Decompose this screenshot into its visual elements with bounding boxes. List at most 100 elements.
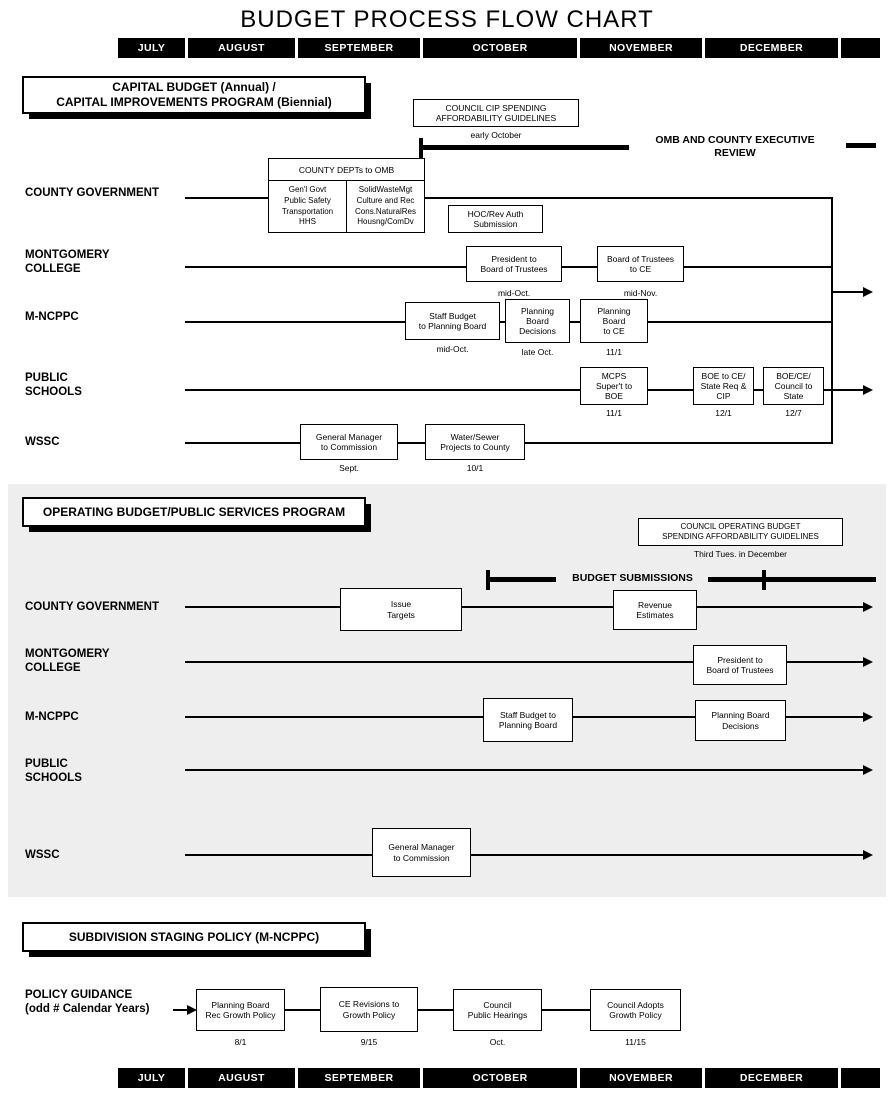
date-gm-to-commission-capital: Sept. [339, 463, 359, 473]
cip-period-line-continued [846, 143, 876, 148]
flow-line-operating-public-schools [185, 769, 863, 771]
box-boe-ce-council-to-state: BOE/CE/ Council to State [763, 367, 824, 405]
county-depts-col1: Gen'l Govt Public Safety Transportation … [281, 185, 334, 227]
month-stub [841, 38, 880, 58]
date-planning-board-to-ce: 11/1 [606, 347, 622, 357]
capital-row-public-schools: PUBLIC SCHOOLS [25, 372, 82, 399]
month-august: AUGUST [188, 1068, 295, 1088]
date-council-cip-guidelines: early October [470, 130, 522, 140]
date-mcps-supert-to-boe: 11/1 [606, 408, 622, 418]
subdivision-section-header: SUBDIVISION STAGING POLICY (M-NCPPC) [22, 922, 366, 952]
box-planning-board-decisions-operating: Planning Board Decisions [695, 700, 786, 741]
date-boe-to-ce-state: 12/1 [715, 408, 732, 418]
date-council-operating-guidelines: Third Tues. in December [693, 549, 788, 559]
cip-period-line [419, 145, 629, 150]
date-planning-board-decisions-capital: late Oct. [521, 347, 554, 357]
box-issue-targets: Issue Targets [340, 588, 462, 631]
date-water-sewer-projects: 10/1 [466, 463, 484, 473]
policy-guidance-row-label: POLICY GUIDANCE (odd # Calendar Years) [25, 989, 150, 1016]
capital-row-county-government: COUNTY GOVERNMENT [25, 187, 159, 199]
date-council-public-hearings: Oct. [489, 1037, 506, 1047]
budget-submissions-label: BUDGET SUBMISSIONS [572, 572, 693, 584]
county-depts-header: COUNTY DEPTs to OMB [269, 159, 424, 181]
arrowhead-icon-operating-mncppc [863, 712, 873, 722]
box-council-cip-guidelines: COUNCIL CIP SPENDING AFFORDABILITY GUIDE… [413, 99, 579, 127]
date-boe-ce-council-to-state: 12/7 [785, 408, 802, 418]
flow-line-operating-county-government [185, 606, 863, 608]
month-august: AUGUST [188, 38, 295, 58]
month-september: SEPTEMBER [298, 1068, 420, 1088]
operating-row-public-schools: PUBLIC SCHOOLS [25, 758, 82, 785]
capital-row-wssc: WSSC [25, 436, 60, 448]
flow-line-capital-county-government [185, 197, 833, 199]
box-ce-revisions-growth-policy: CE Revisions to Growth Policy [320, 987, 418, 1032]
box-council-public-hearings: Council Public Hearings [453, 989, 542, 1031]
budget-submissions-line-mid [708, 577, 764, 582]
box-council-operating-guidelines: COUNCIL OPERATING BUDGET SPENDING AFFORD… [638, 518, 843, 546]
county-depts-col2: SolidWasteMgt Culture and Rec Cons.Natur… [346, 181, 424, 233]
flow-line-operating-wssc [185, 854, 863, 856]
capital-combined-output-line [831, 291, 863, 293]
month-december: DECEMBER [705, 38, 838, 58]
operating-section-header: OPERATING BUDGET/PUBLIC SERVICES PROGRAM [22, 497, 366, 527]
box-staff-budget-operating: Staff Budget to Planning Board [483, 698, 573, 742]
box-staff-budget-capital: Staff Budget to Planning Board [405, 302, 500, 340]
operating-row-mncppc: M-NCPPC [25, 711, 79, 723]
month-october: OCTOBER [423, 1068, 577, 1088]
box-county-depts-to-omb: COUNTY DEPTs to OMB Gen'l Govt Public Sa… [268, 158, 425, 234]
budget-submissions-end-tick [762, 570, 766, 590]
box-mcps-supert-to-boe: MCPS Super't to BOE [580, 367, 648, 405]
operating-row-montgomery-college: MONTGOMERY COLLEGE [25, 648, 110, 675]
policy-guidance-start-line [173, 1009, 188, 1011]
date-president-to-trustees-capital: mid-Oct. [497, 288, 531, 298]
arrowhead-icon-operating-public-schools [863, 765, 873, 775]
budget-submissions-line-right [766, 577, 876, 582]
box-gm-to-commission-capital: General Manager to Commission [300, 424, 398, 460]
month-november: NOVEMBER [580, 1068, 702, 1088]
box-water-sewer-projects: Water/Sewer Projects to County [425, 424, 525, 460]
month-october: OCTOBER [423, 38, 577, 58]
county-depts-body: Gen'l Govt Public Safety Transportation … [269, 181, 424, 233]
date-planning-board-rec-growth-policy: 8/1 [234, 1037, 247, 1047]
box-planning-board-decisions-capital: Planning Board Decisions [505, 299, 570, 343]
box-boe-to-ce-state: BOE to CE/ State Req & CIP [693, 367, 754, 405]
month-bar-top: JULY AUGUST SEPTEMBER OCTOBER NOVEMBER D… [118, 38, 880, 58]
box-planning-board-to-ce: Planning Board to CE [580, 299, 648, 343]
arrowhead-icon-capital-public-schools [863, 385, 873, 395]
capital-row-montgomery-college: MONTGOMERY COLLEGE [25, 249, 110, 276]
omb-review-label: OMB AND COUNTY EXECUTIVE REVIEW [655, 134, 815, 159]
flow-line-capital-public-schools [185, 389, 863, 391]
arrowhead-icon-operating-montgomery-college [863, 657, 873, 667]
month-july: JULY [118, 38, 185, 58]
capital-section-header: CAPITAL BUDGET (Annual) / CAPITAL IMPROV… [22, 76, 366, 114]
box-gm-to-commission-operating: General Manager to Commission [372, 828, 471, 877]
arrowhead-icon-operating-wssc [863, 850, 873, 860]
date-ce-revisions-growth-policy: 9/15 [360, 1037, 378, 1047]
date-staff-budget-capital: mid-Oct. [436, 344, 469, 354]
operating-row-county-government: COUNTY GOVERNMENT [25, 601, 159, 613]
date-trustees-to-ce: mid-Nov. [623, 288, 658, 298]
box-president-to-trustees-capital: President to Board of Trustees [466, 246, 562, 282]
month-bar-bottom: JULY AUGUST SEPTEMBER OCTOBER NOVEMBER D… [118, 1068, 880, 1088]
box-council-adopts-growth-policy: Council Adopts Growth Policy [590, 989, 681, 1031]
policy-guidance-connector-line [196, 1009, 681, 1011]
month-july: JULY [118, 1068, 185, 1088]
capital-row-mncppc: M-NCPPC [25, 311, 79, 323]
month-december: DECEMBER [705, 1068, 838, 1088]
box-revenue-estimates: Revenue Estimates [613, 590, 697, 630]
box-president-to-trustees-operating: President to Board of Trustees [693, 645, 787, 685]
date-council-adopts-growth-policy: 11/15 [625, 1037, 646, 1047]
budget-submissions-line-left [486, 577, 556, 582]
page-title: BUDGET PROCESS FLOW CHART [240, 6, 654, 33]
operating-row-wssc: WSSC [25, 849, 60, 861]
month-november: NOVEMBER [580, 38, 702, 58]
box-planning-board-rec-growth-policy: Planning Board Rec Growth Policy [196, 989, 285, 1031]
arrowhead-icon-operating-county-government [863, 602, 873, 612]
box-hoc-rev-auth: HOC/Rev Auth Submission [448, 205, 543, 233]
month-stub [841, 1068, 880, 1088]
capital-right-connector [831, 197, 833, 444]
arrowhead-icon-capital-combined-output [863, 287, 873, 297]
box-trustees-to-ce: Board of Trustees to CE [597, 246, 684, 282]
flow-line-operating-montgomery-college [185, 661, 863, 663]
